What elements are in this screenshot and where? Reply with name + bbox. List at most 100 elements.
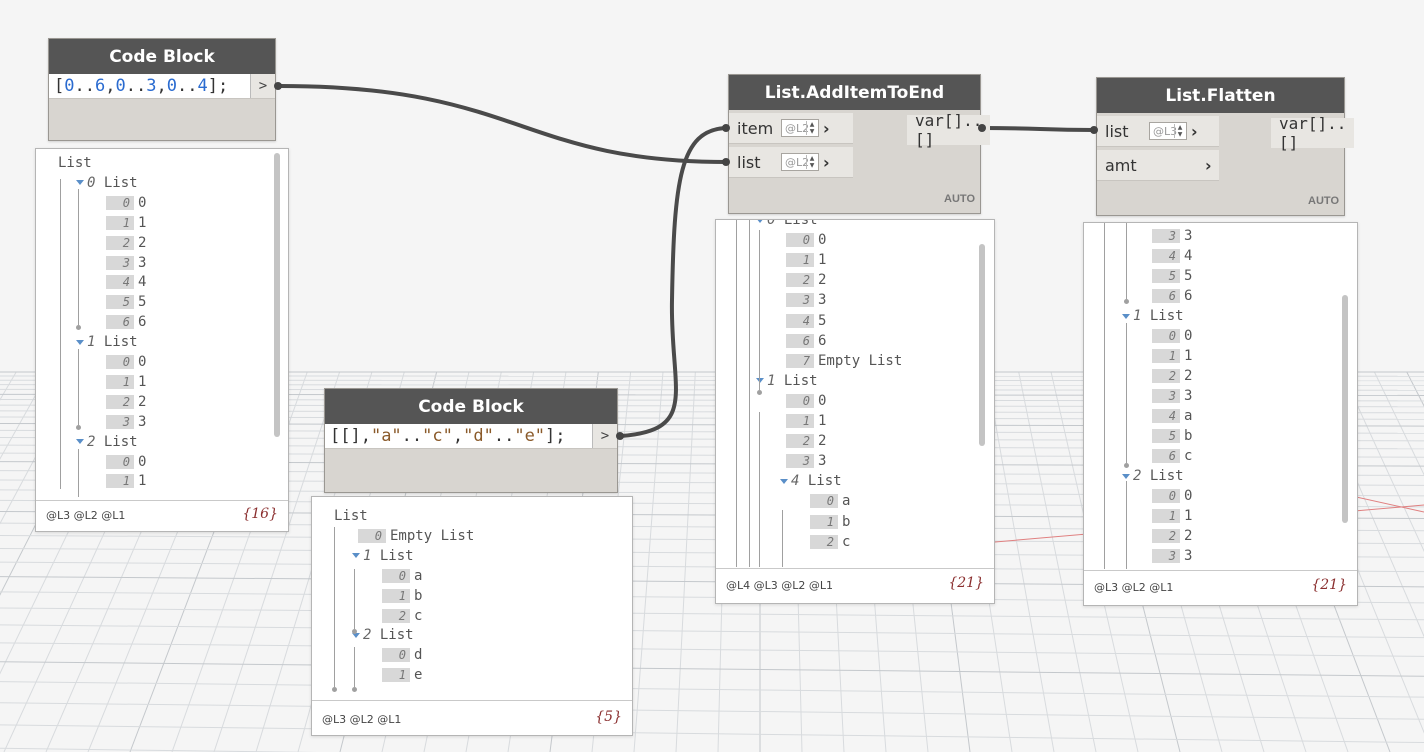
code-token: "c" bbox=[422, 426, 453, 446]
item-index: 0 bbox=[358, 528, 386, 543]
item-index: 1 bbox=[382, 668, 410, 683]
code-editor-row[interactable]: [0..6,0..3,0..4]; > bbox=[49, 74, 275, 99]
chevron-right-icon[interactable]: › bbox=[1205, 155, 1212, 175]
input-port-list[interactable]: list @L3▲▼ › bbox=[1097, 116, 1219, 147]
node-title[interactable]: Code Block bbox=[325, 389, 617, 424]
item-index: 4 bbox=[786, 313, 814, 328]
input-port-amt[interactable]: amt › bbox=[1097, 150, 1219, 181]
item-index: 2 bbox=[106, 235, 134, 250]
expand-triangle-icon[interactable] bbox=[76, 339, 84, 345]
item-count-badge: {16} bbox=[242, 506, 278, 522]
group-label: List bbox=[783, 220, 818, 228]
expand-triangle-icon[interactable] bbox=[780, 478, 788, 484]
output-port-dot[interactable] bbox=[616, 432, 624, 440]
expand-triangle-icon[interactable] bbox=[756, 378, 764, 384]
level-spinner[interactable]: ▲▼ bbox=[806, 121, 817, 135]
item-value: 3 bbox=[1184, 388, 1193, 404]
item-index: 1 bbox=[1152, 349, 1180, 363]
output-port-var[interactable]: var[]..[] bbox=[1271, 114, 1355, 152]
lacing-mode-label: AUTO bbox=[944, 193, 975, 205]
item-value: 0 bbox=[138, 354, 147, 370]
item-value: 1 bbox=[1184, 508, 1193, 524]
expand-triangle-icon[interactable] bbox=[756, 220, 764, 223]
expand-triangle-icon[interactable] bbox=[76, 180, 84, 186]
scrollbar-thumb[interactable] bbox=[274, 153, 280, 437]
list-additemtoend-node[interactable]: List.AddItemToEnd item @L2▲▼ › list @L2▲… bbox=[728, 74, 991, 214]
node-title[interactable]: List.Flatten bbox=[1097, 78, 1344, 113]
input-port-dot[interactable] bbox=[1090, 126, 1098, 134]
item-count-badge: {21} bbox=[948, 575, 984, 591]
input-port-item[interactable]: item @L2▲▼ › bbox=[729, 113, 853, 144]
code-token: [ bbox=[54, 76, 65, 96]
input-port-list[interactable]: list @L2▲▼ › bbox=[729, 147, 853, 178]
scrollbar-thumb[interactable] bbox=[1342, 295, 1348, 523]
tree-guide-line bbox=[334, 527, 335, 687]
list-root-label: List bbox=[58, 155, 92, 171]
lacing-value: @L2 bbox=[785, 121, 810, 135]
lacing-level-selector[interactable]: @L2▲▼ bbox=[781, 153, 819, 171]
item-index: 0 bbox=[382, 648, 410, 663]
lacing-level-selector[interactable]: @L2▲▼ bbox=[781, 119, 819, 137]
input-port-dot[interactable] bbox=[722, 158, 730, 166]
list-group-header: 1 List bbox=[756, 372, 818, 390]
node-title[interactable]: List.AddItemToEnd bbox=[729, 75, 980, 110]
chevron-right-icon[interactable]: › bbox=[823, 118, 830, 138]
chevron-right-icon[interactable]: › bbox=[823, 152, 830, 172]
item-index: 1 bbox=[106, 374, 134, 389]
code-editor[interactable]: [0..6,0..3,0..4]; bbox=[49, 74, 250, 98]
group-index: 1 bbox=[363, 547, 380, 564]
item-value: 1 bbox=[138, 473, 147, 490]
code-token: ]; bbox=[207, 76, 229, 96]
expand-triangle-icon[interactable] bbox=[1122, 313, 1130, 319]
item-index: 6 bbox=[786, 333, 814, 348]
item-value: 1 bbox=[138, 373, 147, 390]
expand-triangle-icon[interactable] bbox=[1122, 473, 1130, 479]
input-port-dot[interactable] bbox=[722, 124, 730, 132]
item-index: 6 bbox=[1152, 289, 1180, 303]
node-title[interactable]: Code Block bbox=[49, 39, 275, 74]
level-spinner[interactable]: ▲▼ bbox=[806, 155, 817, 169]
code-block-node-1[interactable]: Code Block [0..6,0..3,0..4]; > bbox=[48, 38, 276, 141]
chevron-right-icon[interactable]: › bbox=[1191, 121, 1198, 141]
code-editor[interactable]: [[],"a".."c","d".."e"]; bbox=[325, 424, 592, 448]
expand-triangle-icon[interactable] bbox=[352, 553, 360, 559]
output-port-button[interactable]: > bbox=[592, 424, 617, 448]
lacing-level-selector[interactable]: @L3▲▼ bbox=[1149, 122, 1187, 140]
preview-footer: @L3 @L2 @L1 {21} bbox=[1084, 570, 1357, 605]
output-port-dot[interactable] bbox=[978, 124, 986, 132]
level-spinner[interactable]: ▲▼ bbox=[1174, 124, 1185, 138]
code-token: 3 bbox=[146, 76, 157, 96]
port-label: amt bbox=[1105, 155, 1137, 175]
group-index: 2 bbox=[87, 433, 104, 450]
code-block-node-2[interactable]: Code Block [[],"a".."c","d".."e"]; > bbox=[324, 388, 618, 493]
output-port-dot[interactable] bbox=[274, 82, 282, 90]
item-value: 0 bbox=[818, 392, 827, 409]
item-value: 6 bbox=[1184, 288, 1193, 304]
list-flatten-node[interactable]: List.Flatten list @L3▲▼ › amt › var[]..[… bbox=[1096, 77, 1355, 216]
item-value: 2 bbox=[818, 433, 827, 450]
code-editor-row[interactable]: [[],"a".."c","d".."e"]; > bbox=[325, 424, 617, 449]
output-port-var[interactable]: var[]..[] bbox=[907, 111, 991, 149]
item-value: a bbox=[842, 493, 851, 510]
expand-triangle-icon[interactable] bbox=[76, 439, 84, 445]
expand-triangle-icon[interactable] bbox=[352, 632, 360, 638]
output-port-button[interactable]: > bbox=[250, 74, 275, 98]
item-index: 5 bbox=[1152, 429, 1180, 443]
scrollbar-thumb[interactable] bbox=[979, 244, 985, 446]
